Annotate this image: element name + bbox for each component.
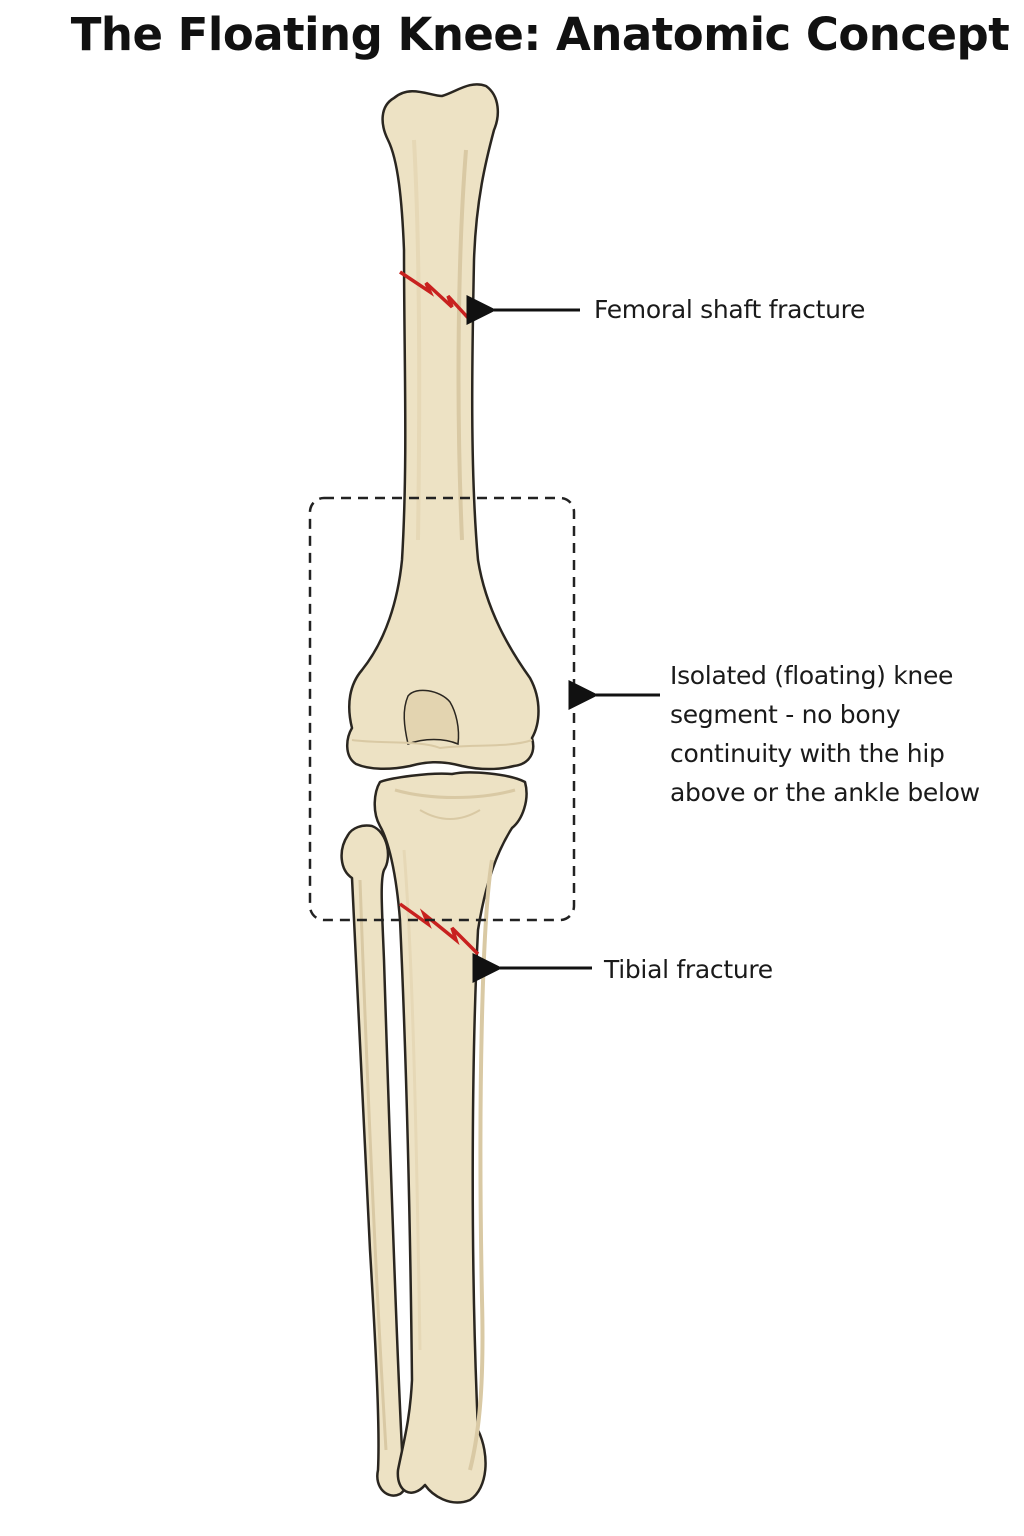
tibial-fracture-line bbox=[398, 902, 480, 956]
floating-knee-label-line-3: continuity with the hip bbox=[670, 739, 945, 768]
tibial-fracture-label: Tibial fracture bbox=[604, 955, 773, 984]
femoral-fracture-line bbox=[399, 270, 472, 322]
fibula bbox=[340, 824, 408, 1497]
tibia bbox=[373, 771, 528, 1504]
femur bbox=[346, 83, 540, 771]
floating-knee-label-line-4: above or the ankle below bbox=[670, 778, 980, 807]
floating-knee-label-line-1: Isolated (floating) knee bbox=[670, 661, 954, 690]
floating-knee-label: Isolated (floating) knee segment - no bo… bbox=[670, 656, 980, 812]
femoral-fracture-label: Femoral shaft fracture bbox=[594, 295, 866, 324]
floating-knee-label-line-2: segment - no bony bbox=[670, 700, 901, 729]
floating-knee-segment-box bbox=[308, 496, 576, 922]
diagram-title: The Floating Knee: Anatomic Concept bbox=[70, 8, 1010, 61]
